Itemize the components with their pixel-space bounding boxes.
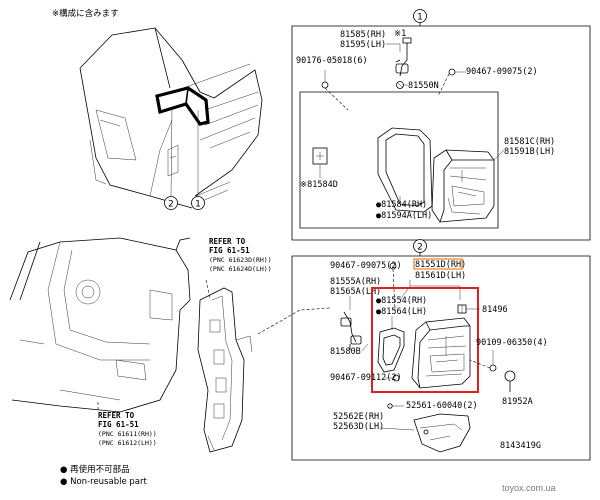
bulb-socket-harness (395, 37, 412, 89)
inner-panel-drawing (197, 287, 253, 453)
highlight-label-box (413, 258, 463, 270)
label-90467c: 90467-09112(2) (330, 373, 402, 383)
label-90467a: 90467-09075(2) (466, 67, 538, 77)
group1-frame (291, 25, 591, 241)
lens-81581c (431, 149, 495, 223)
group1-inner-frame (299, 91, 499, 229)
lamp-81551d (411, 317, 471, 389)
refer-block-61623d: REFER TO FIG 61-51 (PNC 61623D(RH)) (PNC… (209, 237, 272, 273)
label-81580b: 81580B (330, 347, 361, 357)
svg-text:1: 1 (195, 200, 201, 210)
label-81584d: ※81584D (300, 180, 338, 190)
label-81591b: 81591B(LH) (504, 147, 555, 157)
highlight-box-81551d (371, 287, 479, 393)
svg-text:REFER TO: REFER TO (98, 411, 135, 420)
gasket-81584 (377, 127, 433, 213)
label-81564: ●81564(LH) (376, 307, 427, 317)
label-81952a: 81952A (502, 397, 533, 407)
bracket-52562e (413, 413, 471, 453)
svg-text:(PNC 61612(LH)): (PNC 61612(LH)) (98, 439, 157, 447)
label-90109: 90109-06350(4) (476, 338, 548, 348)
label-81585: 81585(RH) (340, 30, 386, 40)
label-52563d: 52563D(LH) (333, 422, 384, 432)
label-81584: ●81584(RH) (376, 200, 427, 210)
legend-en: ● Non-reusable part (60, 477, 147, 487)
figure-id: 8143419G (500, 441, 541, 451)
svg-text:(PNC 61623D(RH)): (PNC 61623D(RH)) (209, 256, 272, 264)
group2-frame (291, 255, 591, 461)
label-81554: ●81554(RH) (376, 296, 427, 306)
label-star1: ※1 (394, 29, 406, 39)
label-90467b: 90467-09075(2) (330, 261, 402, 271)
label-52562e: 52562E(RH) (333, 412, 384, 422)
label-sticker-81584d (312, 147, 328, 165)
svg-text:REFER TO: REFER TO (209, 237, 246, 246)
gasket-81554 (377, 327, 405, 373)
cap-81952a (504, 370, 516, 392)
label-81595: 81595(LH) (340, 40, 386, 50)
svg-text:2: 2 (417, 243, 423, 253)
refer-block-61611: REFER TO FIG 61-51 (PNC 61611(RH)) (PNC … (98, 411, 157, 447)
quarter-panel-drawing (9, 237, 191, 413)
label-81496: 81496 (482, 305, 508, 315)
svg-text:(PNC 61611(RH)): (PNC 61611(RH)) (98, 430, 157, 438)
svg-text:2: 2 (168, 200, 174, 210)
watermark: toyox.com.ua (502, 483, 556, 493)
group2-callout: 2 (413, 239, 427, 253)
legend-jp: ● 再使用不可部品 (60, 464, 130, 475)
svg-text:FIG 61-51: FIG 61-51 (209, 246, 250, 255)
harness-81555a (340, 311, 362, 350)
clip-81496 (457, 304, 467, 314)
label-81565a: 81565A(LH) (330, 287, 381, 297)
label-81551d: 81551D(RH) (415, 260, 466, 270)
label-81561d: 81561D(LH) (415, 271, 466, 281)
top-note: ※構成に含みます (52, 8, 119, 19)
svg-text:(PNC 61624D(LH)): (PNC 61624D(LH)) (209, 265, 272, 273)
label-81594a: ●81594A(LH) (376, 211, 432, 221)
group1-callout: 1 (413, 9, 427, 23)
vehicle-rear-drawing (79, 27, 263, 209)
label-90176: 90176-05018(6) (296, 56, 368, 66)
label-52561: 52561-60040(2) (406, 401, 478, 411)
label-81581c: 81581C(RH) (504, 137, 555, 147)
callout-1: 1 (191, 196, 205, 210)
svg-text:1: 1 (417, 13, 423, 23)
label-81555a: 81555A(RH) (330, 277, 381, 287)
label-81550n: 81550N (408, 81, 439, 91)
callout-2: 2 (164, 196, 178, 210)
svg-text:FIG 61-51: FIG 61-51 (98, 420, 139, 429)
